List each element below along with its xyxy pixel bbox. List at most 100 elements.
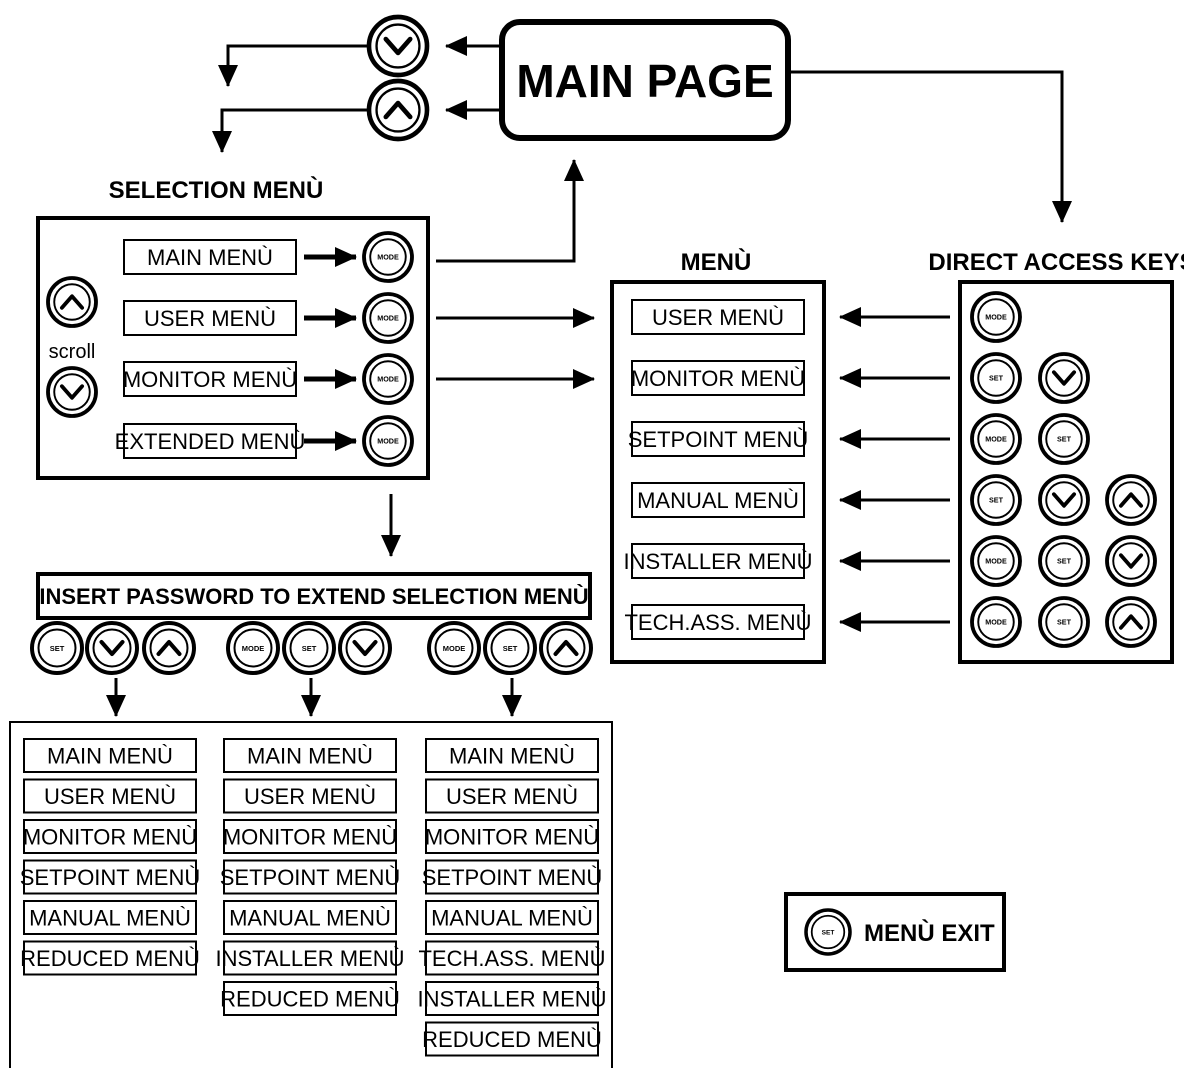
menu-item-setpoint-men[interactable]: SETPOINT MENÙ (628, 421, 809, 457)
selection-item-user-men[interactable]: USER MENÙ (123, 300, 297, 336)
set-key-label: SET (1057, 618, 1072, 627)
chevron-down-key-icon[interactable] (46, 366, 98, 418)
chevron-down-key-icon[interactable] (338, 621, 392, 675)
extended-list-2-item-monitor-men[interactable]: MONITOR MENÙ (223, 819, 397, 854)
menu-item-installer-men[interactable]: INSTALLER MENÙ (623, 543, 813, 579)
set-key-icon[interactable]: SET (970, 474, 1022, 526)
chevron-up-key-icon[interactable] (46, 276, 98, 328)
mode-key-icon[interactable]: MODE (970, 596, 1022, 648)
main-page-label: MAIN PAGE (516, 55, 773, 107)
chevron-up-key-icon[interactable] (366, 78, 430, 142)
extended-list-3-item-installer-men[interactable]: INSTALLER MENÙ (417, 981, 607, 1016)
set-key-icon[interactable]: SET (1038, 413, 1090, 465)
extended-list-3-item-reduced-men-label: REDUCED MENÙ (422, 1027, 602, 1052)
extended-list-2-item-installer-men-label: INSTALLER MENÙ (215, 946, 404, 971)
extended-list-3-item-tech-ass-men[interactable]: TECH.ASS. MENÙ (418, 940, 606, 976)
extended-list-1-item-setpoint-men-label: SETPOINT MENÙ (20, 865, 201, 890)
chevron-up-key-icon[interactable] (1105, 596, 1157, 648)
chevron-down-key-icon[interactable] (1038, 352, 1090, 404)
mode-key-label: MODE (443, 644, 466, 653)
selection-item-main-men-label: MAIN MENÙ (147, 245, 273, 270)
arrow-up-key-to-selection (212, 108, 367, 153)
chevron-up-key-icon[interactable] (539, 621, 593, 675)
menu-item-manual-men-label: MANUAL MENÙ (637, 488, 799, 513)
extended-list-2-item-main-men[interactable]: MAIN MENÙ (223, 738, 397, 773)
extended-list-3-item-setpoint-men[interactable]: SETPOINT MENÙ (422, 859, 603, 895)
extended-list-1-item-manual-men[interactable]: MANUAL MENÙ (23, 900, 197, 935)
selection-item-monitor-men[interactable]: MONITOR MENÙ (123, 361, 297, 397)
extended-list-3-item-monitor-men[interactable]: MONITOR MENÙ (425, 819, 599, 854)
menu-item-tech-ass-men[interactable]: TECH.ASS. MENÙ (624, 604, 812, 640)
extended-list-1-item-monitor-men-label: MONITOR MENÙ (23, 824, 197, 849)
scroll-label: scroll (49, 341, 96, 363)
extended-list-1-item-monitor-men[interactable]: MONITOR MENÙ (23, 819, 197, 854)
set-key-label: SET (822, 929, 835, 936)
extended-list-1-item-setpoint-men[interactable]: SETPOINT MENÙ (20, 859, 201, 895)
menu-item-manual-men[interactable]: MANUAL MENÙ (631, 482, 805, 518)
mode-key-icon[interactable]: MODE (970, 535, 1022, 587)
chevron-down-key-icon[interactable] (1038, 474, 1090, 526)
set-key-icon[interactable]: SET (483, 621, 537, 675)
extended-list-2-item-installer-men[interactable]: INSTALLER MENÙ (215, 940, 405, 976)
menu-item-monitor-men[interactable]: MONITOR MENÙ (631, 360, 805, 396)
menu-item-monitor-men-label: MONITOR MENÙ (631, 366, 805, 391)
extended-list-3-item-user-men[interactable]: USER MENÙ (425, 778, 599, 814)
direct-access-title: DIRECT ACCESS KEYS (928, 249, 1184, 276)
menu-column-box (610, 280, 826, 664)
mode-key-icon[interactable]: MODE (970, 413, 1022, 465)
mode-key-icon[interactable]: MODE (362, 292, 414, 344)
mode-key-label: MODE (377, 375, 399, 384)
extended-list-1-item-user-men[interactable]: USER MENÙ (23, 778, 197, 814)
extended-list-2-item-setpoint-men[interactable]: SETPOINT MENÙ (220, 859, 401, 895)
set-key-label: SET (989, 496, 1004, 505)
selection-menu-title: SELECTION MENÙ (109, 176, 324, 204)
extended-list-2-item-monitor-men-label: MONITOR MENÙ (223, 824, 397, 849)
menu-item-tech-ass-men-label: TECH.ASS. MENÙ (624, 610, 811, 635)
arrow-down-key-to-selection (218, 44, 367, 87)
mode-key-label: MODE (377, 437, 399, 446)
chevron-down-key-icon[interactable] (366, 14, 430, 78)
extended-list-2-item-user-men-label: USER MENÙ (244, 784, 376, 809)
chevron-up-key-icon[interactable] (142, 621, 196, 675)
set-key-icon[interactable]: SET (1038, 535, 1090, 587)
menu-column-title: MENÙ (681, 248, 752, 276)
set-key-label: SET (302, 644, 317, 653)
selection-item-monitor-men-label: MONITOR MENÙ (123, 367, 297, 392)
extended-list-3-item-main-men-label: MAIN MENÙ (449, 743, 575, 768)
set-key-icon[interactable]: SET (970, 352, 1022, 404)
password-label: INSERT PASSWORD TO EXTEND SELECTION MENÙ (39, 584, 588, 609)
menu-item-setpoint-men-label: SETPOINT MENÙ (628, 427, 809, 452)
selection-item-extended-men[interactable]: EXTENDED MENÙ (115, 423, 306, 459)
selection-item-main-men[interactable]: MAIN MENÙ (123, 239, 297, 275)
mode-key-icon[interactable]: MODE (362, 415, 414, 467)
mode-key-icon[interactable]: MODE (226, 621, 280, 675)
mode-key-icon[interactable]: MODE (362, 231, 414, 283)
extended-list-3-item-reduced-men[interactable]: REDUCED MENÙ (422, 1021, 602, 1057)
extended-list-3-item-manual-men[interactable]: MANUAL MENÙ (425, 900, 599, 935)
menu-item-installer-men-label: INSTALLER MENÙ (623, 549, 812, 574)
set-key-icon[interactable]: SET (804, 908, 852, 956)
extended-list-1-item-manual-men-label: MANUAL MENÙ (29, 905, 191, 930)
set-key-icon[interactable]: SET (30, 621, 84, 675)
menu-item-user-men[interactable]: USER MENÙ (631, 299, 805, 335)
chevron-down-key-icon[interactable] (1105, 535, 1157, 587)
extended-list-2-item-user-men[interactable]: USER MENÙ (223, 778, 397, 814)
set-key-icon[interactable]: SET (282, 621, 336, 675)
mode-key-icon[interactable]: MODE (427, 621, 481, 675)
extended-list-1-item-main-men[interactable]: MAIN MENÙ (23, 738, 197, 773)
mode-key-label: MODE (985, 557, 1007, 566)
extended-list-2-item-manual-men[interactable]: MANUAL MENÙ (223, 900, 397, 935)
mode-key-icon[interactable]: MODE (362, 353, 414, 405)
set-key-icon[interactable]: SET (1038, 596, 1090, 648)
chevron-up-key-icon[interactable] (1105, 474, 1157, 526)
extended-list-1-item-reduced-men[interactable]: REDUCED MENÙ (20, 940, 200, 976)
mode-key-icon[interactable]: MODE (970, 291, 1022, 343)
extended-list-2-item-reduced-men[interactable]: REDUCED MENÙ (220, 981, 400, 1016)
set-key-label: SET (989, 374, 1004, 383)
extended-list-3-item-user-men-label: USER MENÙ (446, 784, 578, 809)
mode-key-label: MODE (377, 253, 399, 262)
extended-list-3-item-main-men[interactable]: MAIN MENÙ (425, 738, 599, 773)
chevron-down-key-icon[interactable] (85, 621, 139, 675)
extended-list-2-item-manual-men-label: MANUAL MENÙ (229, 905, 391, 930)
